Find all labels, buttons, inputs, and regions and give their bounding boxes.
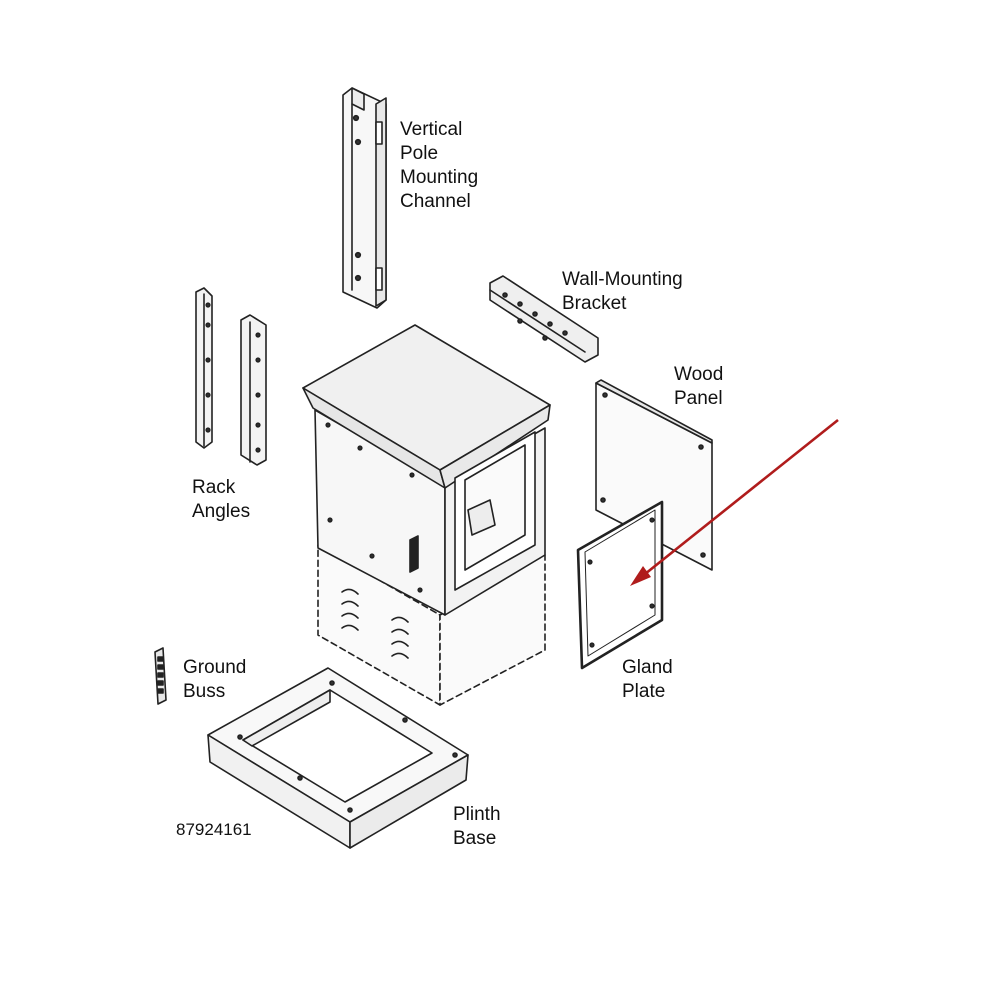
wall-mounting-bracket bbox=[489, 275, 599, 363]
plinth-base bbox=[207, 667, 469, 849]
ground-buss-label: Ground Buss bbox=[183, 657, 247, 702]
plinth-base-label: Plinth Base bbox=[453, 804, 501, 849]
vertical-pole-channel bbox=[342, 87, 387, 309]
rack-angle-right bbox=[240, 314, 267, 466]
callout-arrow-icon bbox=[630, 418, 839, 586]
part-number: 87924161 bbox=[176, 820, 252, 839]
enclosure-body bbox=[302, 324, 551, 706]
gland-plate bbox=[576, 500, 664, 670]
wood-panel-label: Wood Panel bbox=[674, 364, 724, 409]
wall-mounting-bracket-label: Wall-Mounting Bracket bbox=[562, 269, 683, 314]
gland-plate-label: Gland Plate bbox=[622, 657, 673, 702]
rack-angle-left bbox=[195, 287, 213, 449]
vertical-pole-channel-label: Vertical Pole Mounting Channel bbox=[400, 119, 479, 212]
ground-buss bbox=[154, 647, 167, 705]
rack-angles-label: Rack Angles bbox=[192, 477, 251, 522]
